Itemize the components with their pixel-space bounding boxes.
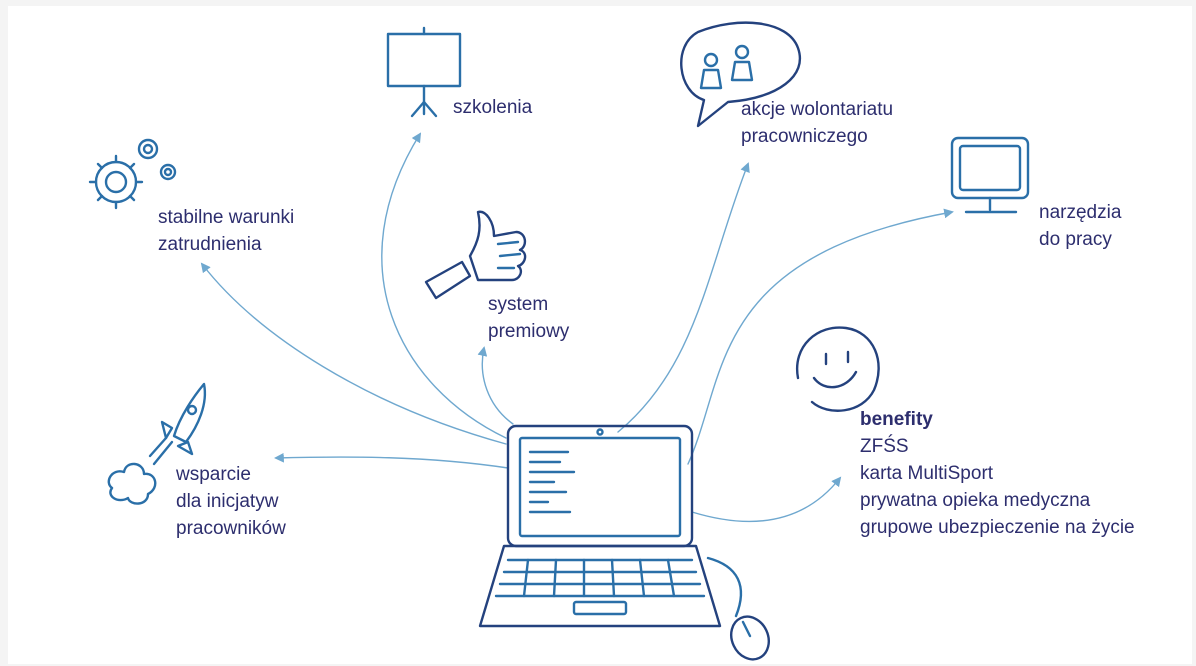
connector-premiowy (477, 346, 514, 425)
monitor-icon (950, 136, 1030, 214)
node-wsparcie: wsparcie dla inicjatyw pracowników (176, 461, 286, 542)
node-warunki: stabilne warunki zatrudnienia (158, 204, 294, 258)
gears-icon (88, 138, 177, 210)
node-szkolenia: szkolenia (453, 94, 532, 121)
smiley-face-icon (795, 326, 880, 412)
connector-wsparcie (274, 452, 509, 469)
connectors (200, 132, 954, 523)
node-szkolenia-line: szkolenia (453, 97, 533, 118)
diagram-artwork (88, 21, 1030, 661)
node-premiowy-line: system (488, 294, 549, 315)
node-benefity-line: grupowe ubezpieczenie na życie (860, 517, 1135, 538)
node-warunki-line: zatrudnienia (158, 234, 262, 255)
node-wolontariat-line: pracowniczego (741, 126, 868, 147)
connector-wolontariat (617, 162, 750, 433)
node-benefity-line: prywatna opieka medyczna (860, 490, 1091, 511)
node-premiowy: system premiowy (488, 291, 569, 345)
speech-bubble-people-icon (680, 21, 801, 128)
node-warunki-line: stabilne warunki (158, 207, 295, 228)
connector-warunki (200, 262, 507, 445)
node-premiowy-line: premiowy (488, 321, 570, 342)
benefits-diagram: szkolenia akcje wolontariatu pracownicze… (8, 6, 1192, 664)
node-benefity-line: ZFŚS (860, 436, 909, 457)
presentation-board-icon (386, 26, 462, 118)
node-narzedzia-line: do pracy (1039, 229, 1112, 250)
node-wolontariat: akcje wolontariatu pracowniczego (741, 96, 893, 150)
node-wsparcie-line: pracowników (176, 518, 286, 539)
node-wolontariat-line: akcje wolontariatu (741, 99, 894, 120)
connector-szkolenia (381, 132, 507, 439)
rocket-icon (107, 382, 207, 505)
node-wsparcie-line: dla inicjatyw (176, 491, 279, 512)
node-narzedzia: narzędzia do pracy (1039, 199, 1121, 253)
node-benefity: benefity ZFŚS karta MultiSport prywatna … (860, 406, 1135, 541)
connector-benefity (691, 476, 842, 523)
laptop-icon (478, 424, 722, 628)
node-wsparcie-line: wsparcie (176, 464, 251, 485)
node-benefity-title: benefity (860, 409, 933, 430)
node-benefity-line: karta MultiSport (860, 463, 994, 484)
thumbs-up-icon (424, 210, 527, 300)
connector-narzedzia (687, 208, 954, 465)
node-narzedzia-line: narzędzia (1039, 202, 1122, 223)
computer-mouse-icon (706, 556, 770, 661)
